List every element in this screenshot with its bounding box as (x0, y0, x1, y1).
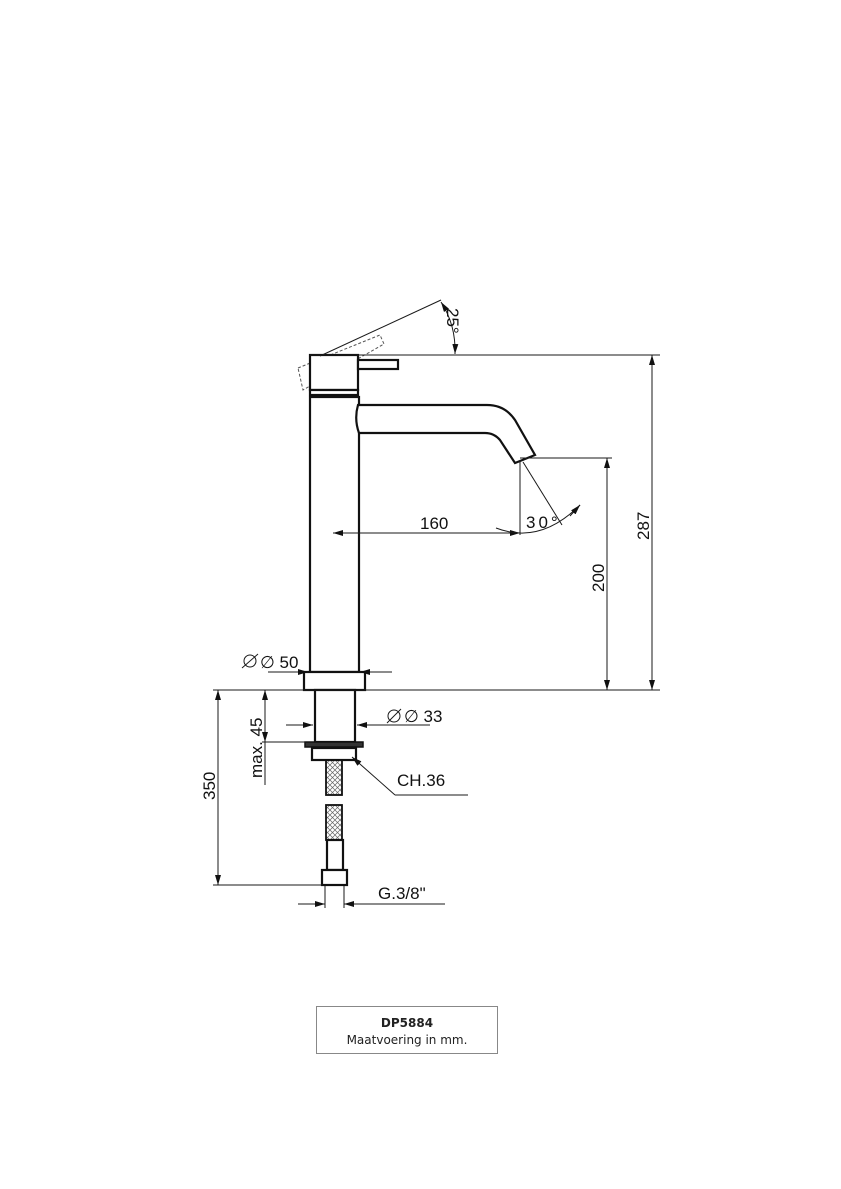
hose-ferrule (325, 838, 345, 872)
lever (356, 358, 400, 371)
dim-height-total: 287 (634, 512, 653, 540)
dim-body-diameter: ∅ 50 (260, 653, 298, 672)
dim-spout-reach: 160 (420, 514, 448, 533)
dim-hose-length: 350 (200, 772, 219, 800)
dim-max-thickness: max. 45 (247, 718, 266, 778)
washer (304, 741, 364, 748)
nut-ch36 (310, 746, 358, 762)
faucet-outline (297, 334, 537, 887)
hose-upper (325, 759, 343, 796)
title-block: DP5884 Maatvoering in mm. (316, 1006, 498, 1054)
dim-connection: G.3/8" (378, 884, 426, 903)
hose-nut (320, 868, 349, 887)
handle-ring (308, 388, 360, 397)
hose-lower (325, 804, 343, 841)
product-code: DP5884 (380, 1016, 434, 1030)
dim-shank-diameter: ∅ 33 (404, 707, 442, 726)
dim-spout-height: 200 (589, 564, 608, 592)
handle-cap (308, 353, 360, 392)
shank (313, 688, 357, 744)
base-flange (302, 670, 367, 692)
dimension-labels: 25° 287 200 160 30° ∅ 50 ∅ 33 max. 45 35… (200, 308, 653, 903)
dim-spout-angle: 30° (526, 513, 561, 532)
faucet-body (308, 395, 361, 674)
spout (355, 403, 537, 465)
dim-nut-size: CH.36 (397, 771, 445, 790)
dimension-lines (213, 299, 660, 908)
units-note: Maatvoering in mm. (346, 1033, 468, 1047)
dim-lever-angle: 25° (443, 308, 462, 334)
